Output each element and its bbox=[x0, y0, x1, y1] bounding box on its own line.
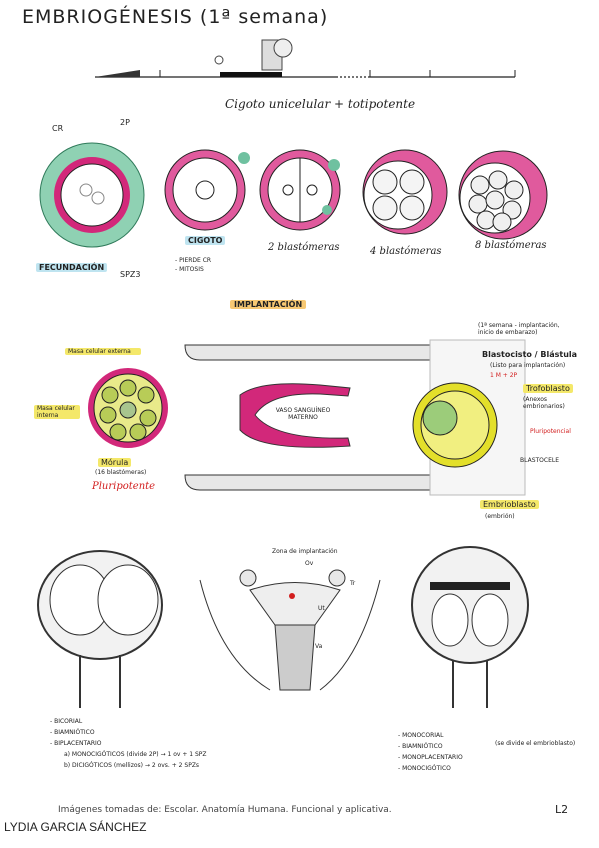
four-cell-illustration bbox=[362, 149, 448, 235]
left-list: - BICORIAL - BIAMNIÓTICO - BIPLACENTARIO… bbox=[50, 716, 207, 771]
left-list-item: - BIAMNIÓTICO bbox=[50, 729, 95, 736]
uterine-wall-illustration bbox=[184, 339, 526, 496]
label-embrioblasto: Embrioblasto bbox=[480, 500, 539, 509]
label-blastocisto: Blastocisto / Blástula bbox=[482, 350, 578, 359]
label-pluripotencial: Pluripotencial bbox=[530, 428, 571, 435]
label-trof-sub: (Anexos embrionarios) bbox=[523, 396, 565, 410]
fecundacion-illustration bbox=[39, 142, 145, 248]
morula-illustration bbox=[88, 368, 168, 448]
left-list-b: b) DICIGÓTICOS (mellizos) → 2 ovs. + 2 S… bbox=[64, 762, 200, 769]
footer-source: Imágenes tomadas de: Escolar. Anatomía H… bbox=[58, 805, 392, 815]
monozygotic-twins-illustration bbox=[411, 546, 529, 708]
label-trofoblasto: Trofoblasto bbox=[523, 384, 573, 393]
label-vaso: VASO SANGUÍNEO MATERNO bbox=[275, 407, 331, 421]
label-ut: Ut bbox=[318, 605, 325, 612]
uterus-illustration bbox=[199, 569, 381, 691]
label-4-blastomeras: 4 blastómeras bbox=[370, 246, 442, 257]
label-2p: 2P bbox=[120, 118, 130, 127]
right-list: - MONOCORIAL - BIAMNIÓTICO - MONOPLACENT… bbox=[398, 730, 463, 774]
implantation-heading: IMPLANTACIÓN bbox=[230, 300, 307, 309]
two-cell-illustration bbox=[259, 149, 341, 231]
label-morula-sub: (16 blastómeras) bbox=[95, 469, 147, 476]
right-list-item: - MONOCORIAL bbox=[398, 732, 444, 739]
label-masa-interna: Masa celular interna bbox=[34, 405, 80, 419]
right-list-item: - MONOCIGÓTICO bbox=[398, 765, 451, 772]
zygote-heading: Cigoto unicelular + totipotente bbox=[225, 97, 416, 111]
footer-page: L2 bbox=[555, 803, 569, 816]
label-pluripotente: Pluripotente bbox=[92, 481, 156, 492]
footer-author: LYDIA GARCIA SÁNCHEZ bbox=[4, 820, 147, 834]
label-blast-warn: 1 M + 2P bbox=[490, 372, 518, 379]
timeline bbox=[95, 38, 516, 78]
cigoto-note-1: - PIERDE CR bbox=[175, 257, 212, 264]
label-cigoto: CIGOTO bbox=[185, 236, 226, 245]
left-list-item: - BIPLACENTARIO bbox=[50, 740, 102, 747]
label-embrioblasto-sub: (embrión) bbox=[485, 513, 515, 520]
left-list-item: - BICORIAL bbox=[50, 718, 83, 725]
label-semana-note: (1ª semana - implantación, inicio de emb… bbox=[478, 322, 560, 336]
right-list-item: - MONOPLACENTARIO bbox=[398, 754, 463, 761]
label-blast-sub: (Listo para implantación) bbox=[490, 362, 566, 369]
label-fecundacion: FECUNDACIÓN bbox=[36, 263, 108, 272]
eight-cell-illustration bbox=[458, 150, 548, 240]
label-tr: Tr bbox=[350, 580, 356, 587]
label-morula: Mórula bbox=[98, 458, 132, 467]
label-masa-externa: Masa celular externa bbox=[65, 348, 141, 355]
right-list-item: - BIAMNIÓTICO bbox=[398, 743, 443, 750]
label-8-blastomeras: 8 blastómeras bbox=[475, 240, 547, 251]
right-note: (se divide el embrioblasto) bbox=[495, 740, 576, 747]
label-zona: Zona de implantación bbox=[272, 548, 338, 555]
label-va: Va bbox=[315, 643, 323, 650]
label-ov: Ov bbox=[305, 560, 314, 567]
dizygotic-twins-illustration bbox=[37, 550, 163, 708]
cigoto-note-2: - MITOSIS bbox=[175, 266, 204, 273]
left-list-a: a) MONOCIGÓTICOS (divide 2P) → 1 ov + 1 … bbox=[64, 751, 207, 758]
label-spz: SPZ3 bbox=[120, 270, 141, 279]
page-title: EMBRIOGÉNESIS (1ª semana) bbox=[22, 6, 329, 28]
label-2-blastomeras: 2 blastómeras bbox=[268, 242, 340, 253]
label-blastocele: BLASTOCELE bbox=[520, 457, 560, 464]
label-cr: CR bbox=[52, 124, 64, 133]
cigoto-illustration bbox=[164, 149, 250, 231]
